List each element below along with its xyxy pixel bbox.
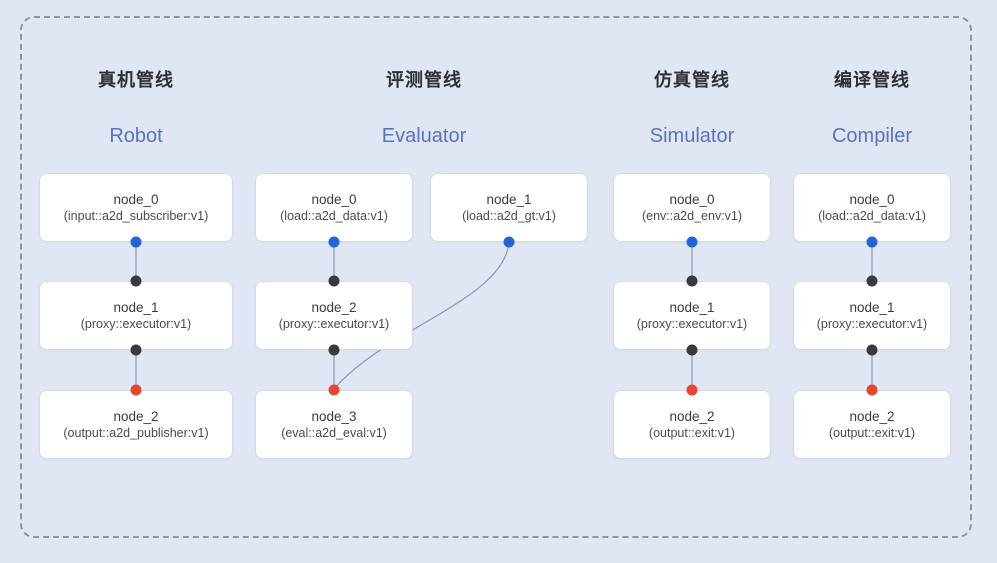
- simulator-proxy-input-port-dot: [686, 275, 698, 287]
- node-name: node_3: [311, 408, 357, 424]
- compiler-node-2: node_2 (output::exit:v1): [793, 390, 951, 459]
- node-name: node_2: [113, 408, 159, 424]
- node-type: (load::a2d_data:v1): [280, 209, 388, 223]
- simulator-title-zh: 仿真管线: [654, 70, 730, 90]
- robot-proxy-input-port-dot: [130, 275, 142, 287]
- simulator-node-2: node_2 (output::exit:v1): [613, 390, 771, 459]
- node-type: (env::a2d_env:v1): [641, 209, 743, 223]
- robot-node-0: node_0 (input::a2d_subscriber:v1): [39, 173, 233, 242]
- node-type: (proxy::executor:v1): [80, 317, 192, 331]
- robot-source-output-port-dot: [130, 236, 142, 248]
- evaluator-proxy-input-port-dot: [328, 275, 340, 287]
- simulator-source-output-port-dot: [686, 236, 698, 248]
- node-type: (output::exit:v1): [648, 426, 736, 440]
- node-name: node_0: [113, 191, 159, 207]
- node-type: (load::a2d_gt:v1): [462, 209, 556, 223]
- robot-title-zh: 真机管线: [98, 70, 174, 90]
- evaluator-title-en: Evaluator: [381, 125, 467, 147]
- evaluator-sink-input-port-dot: [328, 384, 340, 396]
- node-name: node_0: [669, 191, 715, 207]
- simulator-node-0: node_0 (env::a2d_env:v1): [613, 173, 771, 242]
- compiler-sink-input-port-dot: [866, 384, 878, 396]
- compiler-proxy-output-port-dot: [866, 344, 878, 356]
- evaluator-node-0: node_0 (load::a2d_data:v1): [255, 173, 413, 242]
- node-type: (load::a2d_data:v1): [818, 209, 926, 223]
- robot-node-1: node_1 (proxy::executor:v1): [39, 281, 233, 350]
- node-name: node_0: [311, 191, 357, 207]
- node-type: (output::a2d_publisher:v1): [63, 426, 209, 440]
- node-name: node_1: [486, 191, 532, 207]
- simulator-sink-input-port-dot: [686, 384, 698, 396]
- node-name: node_0: [849, 191, 895, 207]
- node-name: node_1: [113, 299, 159, 315]
- node-name: node_1: [849, 299, 895, 315]
- compiler-node-1: node_1 (proxy::executor:v1): [793, 281, 951, 350]
- node-type: (input::a2d_subscriber:v1): [63, 209, 209, 223]
- node-name: node_1: [669, 299, 715, 315]
- node-name: node_2: [311, 299, 357, 315]
- compiler-proxy-input-port-dot: [866, 275, 878, 287]
- robot-sink-input-port-dot: [130, 384, 142, 396]
- node-name: node_2: [849, 408, 895, 424]
- evaluator-data-output-port-dot: [328, 236, 340, 248]
- simulator-proxy-output-port-dot: [686, 344, 698, 356]
- compiler-node-0: node_0 (load::a2d_data:v1): [793, 173, 951, 242]
- simulator-node-1: node_1 (proxy::executor:v1): [613, 281, 771, 350]
- diagram-dashed-border: [20, 16, 972, 538]
- compiler-title-zh: 编译管线: [834, 70, 910, 90]
- evaluator-gt-output-port-dot: [503, 236, 515, 248]
- evaluator-node-3: node_3 (eval::a2d_eval:v1): [255, 390, 413, 459]
- node-type: (eval::a2d_eval:v1): [281, 426, 387, 440]
- robot-title-en: Robot: [109, 125, 163, 147]
- evaluator-node-2: node_2 (proxy::executor:v1): [255, 281, 413, 350]
- simulator-title-en: Simulator: [649, 125, 735, 147]
- node-type: (proxy::executor:v1): [816, 317, 928, 331]
- node-type: (output::exit:v1): [828, 426, 916, 440]
- robot-proxy-output-port-dot: [130, 344, 142, 356]
- robot-node-2: node_2 (output::a2d_publisher:v1): [39, 390, 233, 459]
- node-name: node_2: [669, 408, 715, 424]
- node-type: (proxy::executor:v1): [278, 317, 390, 331]
- evaluator-proxy-output-port-dot: [328, 344, 340, 356]
- compiler-title-en: Compiler: [831, 125, 913, 147]
- evaluator-title-zh: 评测管线: [386, 70, 462, 90]
- evaluator-node-1: node_1 (load::a2d_gt:v1): [430, 173, 588, 242]
- node-type: (proxy::executor:v1): [636, 317, 748, 331]
- compiler-source-output-port-dot: [866, 236, 878, 248]
- edge-evaluator-1-3-curve: [333, 241, 510, 390]
